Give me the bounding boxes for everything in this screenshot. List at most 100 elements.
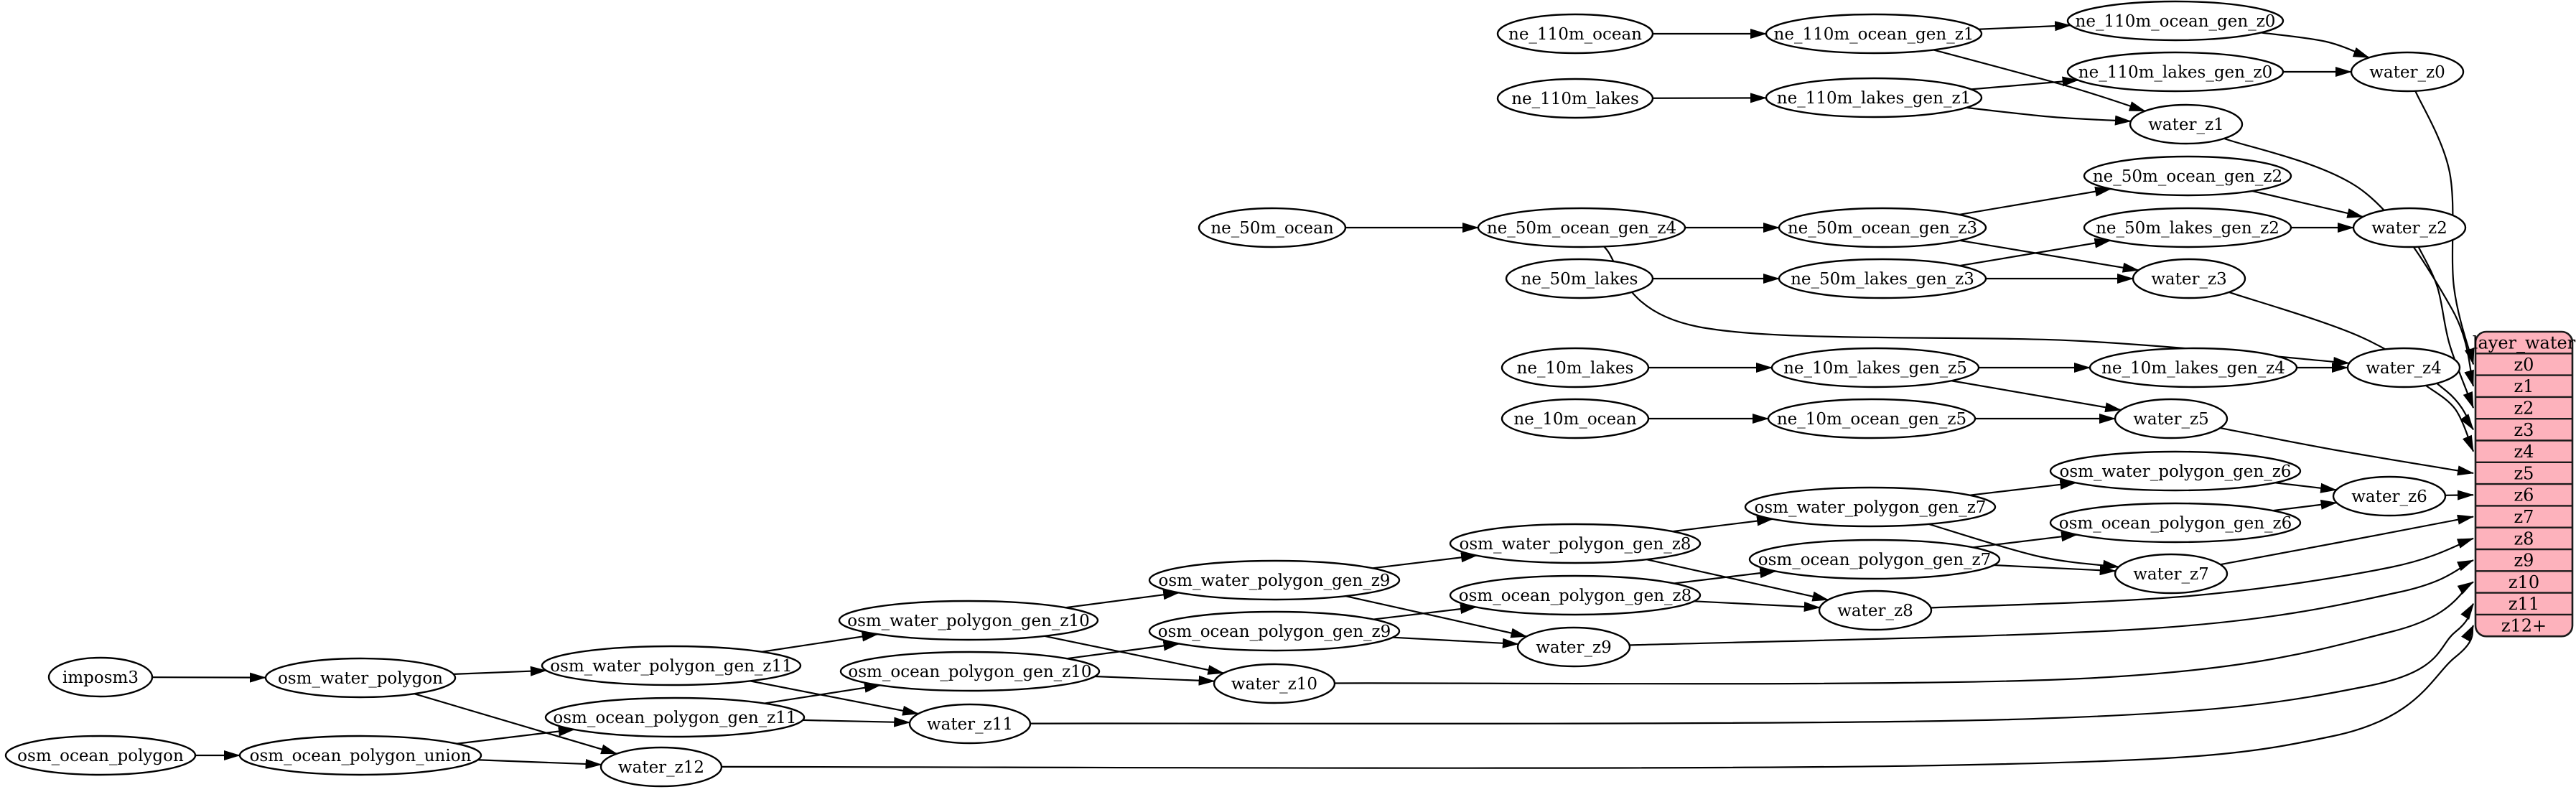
node-ne_110m_ocean_gen_z1: ne_110m_ocean_gen_z1 [1766, 14, 1982, 53]
node-label: water_z6 [2351, 488, 2427, 506]
layer-row-z6: z6 [2514, 485, 2534, 506]
node-ne_50m_lakes: ne_50m_lakes [1506, 259, 1653, 298]
edge-ne_110m_ocean_gen_z1--ne_110m_ocean_gen_z0 [1979, 25, 2071, 29]
layer-row-z7: z7 [2514, 507, 2534, 527]
edge-osm_water_polygon--osm_water_polygon_gen_z11 [454, 671, 546, 674]
node-water_z3: water_z3 [2133, 259, 2245, 298]
node-water_z5: water_z5 [2115, 399, 2227, 438]
node-label: osm_water_polygon_gen_z7 [1755, 498, 1987, 517]
node-label: water_z1 [2148, 116, 2224, 134]
node-ne_110m_ocean: ne_110m_ocean [1498, 14, 1653, 53]
layer-row-z0: z0 [2514, 355, 2534, 375]
node-label: osm_water_polygon_gen_z9 [1159, 572, 1391, 590]
node-label: ne_110m_ocean [1508, 25, 1642, 44]
node-ne_110m_ocean_gen_z0: ne_110m_ocean_gen_z0 [2068, 1, 2283, 40]
node-label: osm_ocean_polygon_gen_z6 [2059, 514, 2292, 533]
node-label: osm_water_polygon [278, 669, 443, 688]
node-ne_50m_ocean_gen_z3: ne_50m_ocean_gen_z3 [1779, 208, 1986, 247]
node-osm_water_polygon_gen_z11: osm_water_polygon_gen_z11 [542, 646, 801, 685]
node-label: water_z5 [2133, 410, 2209, 429]
node-label: osm_water_polygon_gen_z10 [847, 612, 1090, 630]
node-ne_50m_ocean: ne_50m_ocean [1199, 208, 1345, 247]
node-water_z11: water_z11 [910, 704, 1030, 743]
edge-ne_50m_ocean_gen_z2--water_z2 [2252, 191, 2363, 217]
node-water_z7: water_z7 [2115, 554, 2227, 593]
node-ne_110m_lakes_gen_z1: ne_110m_lakes_gen_z1 [1766, 78, 1982, 117]
node-osm_water_polygon: osm_water_polygon [266, 658, 455, 697]
edge-osm_water_polygon_gen_z8--osm_water_polygon_gen_z7 [1673, 519, 1773, 531]
node-label: water_z9 [1536, 638, 1612, 657]
node-label: osm_water_polygon_gen_z6 [2060, 462, 2292, 481]
edge-osm_ocean_polygon_gen_z9--water_z9 [1393, 638, 1518, 644]
node-label: ne_50m_lakes_gen_z3 [1791, 270, 1974, 289]
edge-water_z4--z4 [2426, 386, 2473, 452]
node-label: osm_ocean_polygon_gen_z11 [553, 709, 796, 727]
edge-osm_ocean_polygon_union--water_z12 [477, 760, 601, 765]
layer-row-z8: z8 [2514, 528, 2534, 549]
node-ne_50m_lakes_gen_z3: ne_50m_lakes_gen_z3 [1779, 259, 1986, 298]
layer-row-z11: z11 [2509, 594, 2539, 614]
edge-osm_ocean_polygon_gen_z8--osm_ocean_polygon_gen_z7 [1674, 572, 1776, 584]
node-osm_ocean_polygon_gen_z8: osm_ocean_polygon_gen_z8 [1450, 576, 1700, 615]
node-osm_water_polygon_gen_z8: osm_water_polygon_gen_z8 [1450, 524, 1700, 563]
node-water_z2: water_z2 [2353, 208, 2465, 247]
node-osm_water_polygon_gen_z7: osm_water_polygon_gen_z7 [1745, 488, 1995, 526]
node-ne_50m_ocean_gen_z2: ne_50m_ocean_gen_z2 [2084, 157, 2291, 195]
edge-osm_ocean_polygon_gen_z7--osm_ocean_polygon_gen_z6 [1973, 535, 2077, 548]
edge-osm_ocean_polygon_gen_z7--water_z7 [1994, 565, 2116, 571]
edge-osm_water_polygon_gen_z11--osm_water_polygon_gen_z10 [762, 634, 877, 652]
node-water_z1: water_z1 [2130, 105, 2242, 144]
node-label: water_z11 [927, 715, 1013, 734]
node-label: water_z8 [1837, 602, 1913, 620]
edge-osm_ocean_polygon_gen_z11--osm_ocean_polygon_gen_z10 [765, 685, 880, 703]
node-label: ne_110m_lakes [1511, 90, 1639, 108]
node-osm_water_polygon_gen_z10: osm_water_polygon_gen_z10 [839, 601, 1098, 640]
layer-row-z12+: z12+ [2501, 615, 2547, 635]
node-osm_ocean_polygon: osm_ocean_polygon [6, 736, 195, 775]
edge-osm_water_polygon_gen_z9--osm_water_polygon_gen_z8 [1373, 556, 1477, 569]
node-label: water_z2 [2371, 219, 2447, 238]
node-ne_10m_lakes_gen_z5: ne_10m_lakes_gen_z5 [1772, 348, 1979, 387]
node-ne_110m_lakes_gen_z0: ne_110m_lakes_gen_z0 [2068, 52, 2283, 91]
edges-layer [152, 25, 2473, 768]
edge-osm_ocean_polygon_gen_z8--water_z8 [1694, 601, 1820, 607]
node-ne_110m_lakes: ne_110m_lakes [1498, 79, 1653, 118]
node-label: ne_10m_lakes_gen_z4 [2101, 359, 2285, 378]
node-osm_ocean_polygon_gen_z11: osm_ocean_polygon_gen_z11 [546, 698, 804, 737]
node-osm_water_polygon_gen_z6: osm_water_polygon_gen_z6 [2050, 452, 2300, 490]
node-osm_ocean_polygon_gen_z6: osm_ocean_polygon_gen_z6 [2050, 503, 2300, 542]
node-ne_10m_lakes_gen_z4: ne_10m_lakes_gen_z4 [2090, 348, 2297, 387]
edge-osm_ocean_polygon_gen_z10--water_z10 [1095, 676, 1215, 681]
node-label: ne_110m_lakes_gen_z1 [1777, 89, 1971, 108]
node-label: osm_ocean_polygon_gen_z8 [1459, 587, 1692, 605]
node-label: ne_50m_lakes [1521, 270, 1638, 289]
layer-row-z3: z3 [2514, 420, 2534, 440]
node-label: water_z3 [2151, 270, 2227, 289]
layer-row-z5: z5 [2514, 463, 2534, 483]
node-water_z10: water_z10 [1214, 664, 1335, 703]
layer-water-title: layer_water [2473, 333, 2576, 353]
edge-ne_10m_lakes_gen_z5--water_z5 [1951, 381, 2121, 410]
node-label: water_z10 [1231, 675, 1317, 694]
node-label: ne_110m_ocean_gen_z1 [1774, 25, 1974, 44]
node-label: imposm3 [62, 668, 139, 687]
node-label: ne_10m_ocean [1513, 410, 1637, 429]
edge-ne_50m_ocean_gen_z4--water_z4 [1604, 246, 2349, 363]
edge-ne_50m_ocean_gen_z3--ne_50m_ocean_gen_z2 [1959, 189, 2111, 215]
node-osm_water_polygon_gen_z9: osm_water_polygon_gen_z9 [1149, 561, 1399, 600]
node-water_z6: water_z6 [2333, 477, 2445, 516]
edge-osm_water_polygon_gen_z6--water_z6 [2275, 483, 2336, 490]
node-label: water_z7 [2133, 565, 2209, 584]
node-label: water_z12 [618, 758, 704, 777]
node-label: ne_50m_ocean_gen_z2 [2093, 167, 2282, 186]
node-ne_50m_lakes_gen_z2: ne_50m_lakes_gen_z2 [2084, 208, 2291, 247]
node-label: osm_ocean_polygon_gen_z7 [1758, 551, 1992, 569]
edge-osm_water_polygon_gen_z7--osm_water_polygon_gen_z6 [1970, 483, 2076, 495]
node-water_z8: water_z8 [1819, 591, 1931, 630]
node-water_z4: water_z4 [2348, 348, 2460, 387]
node-label: ne_110m_lakes_gen_z0 [2078, 63, 2272, 82]
layer-row-z2: z2 [2514, 398, 2534, 418]
node-label: osm_ocean_polygon_gen_z10 [848, 663, 1091, 681]
